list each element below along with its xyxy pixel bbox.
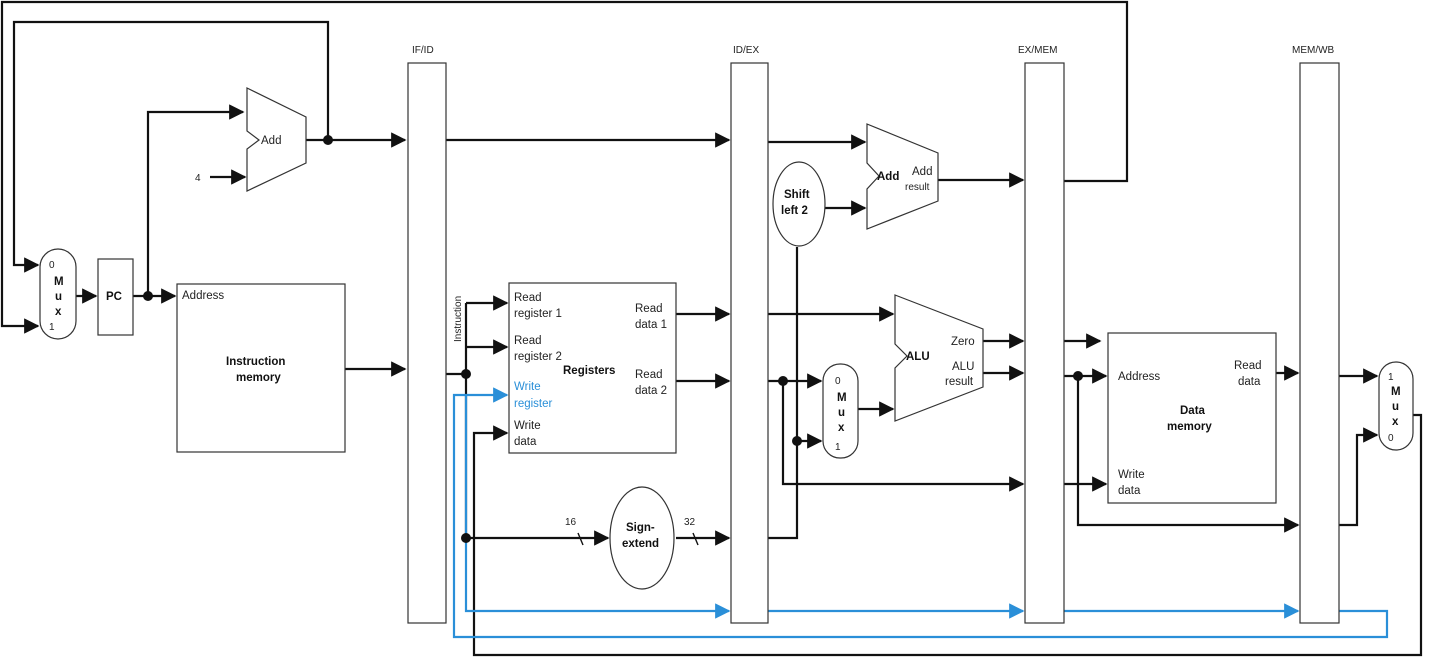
junction-dot <box>792 436 802 446</box>
mem-wb-register <box>1299 62 1340 624</box>
rd2-to-exmem-wire <box>781 381 1025 492</box>
constant-4: 4 <box>195 173 201 184</box>
branch-adder-result-b: result <box>905 182 930 193</box>
read-data-1-a: Read <box>635 303 663 315</box>
sign-extend-line1: Sign- <box>626 522 655 534</box>
registers-title: Registers <box>563 365 615 377</box>
address-bypass-to-memwb-wire <box>1076 376 1300 533</box>
imem-title-1: Instruction <box>226 356 285 368</box>
ex-mem-register <box>1024 62 1065 624</box>
mem-wb-label: MEM/WB <box>1292 45 1335 56</box>
dmem-read-data-a: Read <box>1234 360 1262 372</box>
branch-adder-label: Add <box>877 171 899 183</box>
pc-mux-x: x <box>55 306 62 318</box>
read-register-2-a: Read <box>514 335 542 347</box>
wb-mux-in0: 0 <box>1388 433 1394 444</box>
pc-plus-4-feedback-wire <box>12 20 330 273</box>
junction-dot <box>461 369 471 379</box>
dmem-write-data-b: data <box>1118 485 1141 497</box>
alu-mux-u: u <box>838 407 845 419</box>
alu <box>894 294 984 422</box>
alu-zero-label: Zero <box>951 336 975 348</box>
shift-left-line1: Shift <box>784 189 810 201</box>
junction-dots <box>143 135 1083 543</box>
pc-mux-m: M <box>54 276 64 288</box>
idex-imm-wire <box>768 247 799 540</box>
data-memory <box>1107 332 1277 504</box>
ex-mem-label: EX/MEM <box>1018 45 1057 56</box>
wb-mux-x: x <box>1392 416 1399 428</box>
branch-adder <box>866 123 939 230</box>
read-data-1-b: data 1 <box>635 319 667 331</box>
write-register-a: Write <box>514 381 541 393</box>
pc-mux-in1: 1 <box>49 322 55 333</box>
id-ex-register <box>730 62 769 624</box>
alu-label: ALU <box>906 351 930 363</box>
wb-mux-m: M <box>1391 386 1401 398</box>
wb-mux-in1: 1 <box>1388 372 1394 383</box>
branch-target-feedback-wire <box>0 0 1129 334</box>
register-file <box>508 282 677 454</box>
pc-mux <box>39 248 77 340</box>
dmem-title-1: Data <box>1180 405 1206 417</box>
write-data-a: Write <box>514 420 541 432</box>
sign-extend-in-width: 16 <box>565 517 577 528</box>
sign-extend-unit <box>609 486 675 590</box>
read-register-1-a: Read <box>514 292 542 304</box>
read-register-2-b: register 2 <box>514 351 562 363</box>
junction-dot <box>461 533 471 543</box>
alu-result-a: ALU <box>952 361 974 373</box>
alu-mux-in0: 0 <box>835 376 841 387</box>
program-counter <box>97 258 134 336</box>
imem-address-label: Address <box>182 290 224 302</box>
if-id-label: IF/ID <box>412 45 434 56</box>
alu-mux-m: M <box>837 392 847 404</box>
pc-adder <box>246 87 307 192</box>
alu-result-b: result <box>945 376 974 388</box>
id-ex-label: ID/EX <box>733 45 759 56</box>
wb-mux-u: u <box>1392 401 1399 413</box>
write-register-forward-wire <box>464 395 731 619</box>
width-slash <box>577 532 584 546</box>
writeback-mux <box>1378 361 1414 451</box>
alu-mux-x: x <box>838 422 845 434</box>
shift-left-2-unit <box>772 161 826 247</box>
alu-mux-in1: 1 <box>835 442 841 453</box>
junction-dot <box>1073 371 1083 381</box>
dmem-title-2: memory <box>1167 421 1212 433</box>
imem-title-2: memory <box>236 372 281 384</box>
shift-left-line2: left 2 <box>781 205 808 217</box>
memwb-alu-result-wire <box>1339 427 1379 527</box>
read-data-2-a: Read <box>635 369 663 381</box>
if-id-register <box>407 62 447 624</box>
dmem-read-data-b: data <box>1238 376 1261 388</box>
width-slash <box>692 532 699 546</box>
pc-mux-u: u <box>55 291 62 303</box>
write-data-b: data <box>514 436 537 448</box>
pc-adder-label: Add <box>261 135 281 147</box>
sign-extend-line2: extend <box>622 538 659 550</box>
instruction-label: Instruction <box>453 296 464 342</box>
read-data-2-b: data 2 <box>635 385 667 397</box>
dmem-write-data-a: Write <box>1118 469 1145 481</box>
read-register-1-b: register 1 <box>514 308 562 320</box>
sign-extend-out-width: 32 <box>684 517 696 528</box>
junction-dot <box>778 376 788 386</box>
junction-dot <box>323 135 333 145</box>
pc-mux-in0: 0 <box>49 260 55 271</box>
alu-mux <box>822 363 859 459</box>
dmem-address-label: Address <box>1118 371 1160 383</box>
junction-dot <box>143 291 153 301</box>
write-register-return-wire <box>452 387 1389 639</box>
writeback-data-wire <box>472 413 1423 657</box>
instruction-memory <box>176 283 346 453</box>
pc-to-adder-wire <box>146 104 245 296</box>
branch-adder-result-a: Add <box>912 166 932 178</box>
pc-label: PC <box>106 291 122 303</box>
write-register-b: register <box>514 398 553 410</box>
